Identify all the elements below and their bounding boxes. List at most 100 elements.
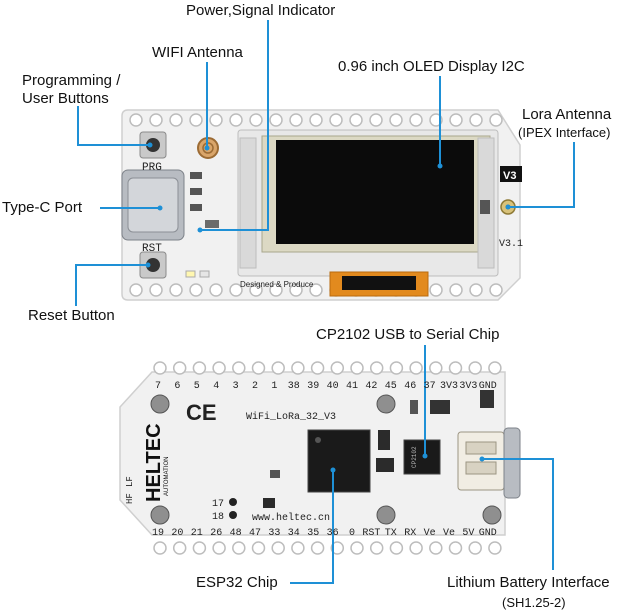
- pin-label: GND: [479, 528, 497, 539]
- pin-label: 5V: [462, 528, 474, 539]
- header-pin: [469, 113, 483, 127]
- silk-board-name: WiFi_LoRa_32_V3: [246, 411, 336, 423]
- header-pin: [209, 113, 223, 127]
- pin-label: 38: [288, 381, 300, 392]
- header-pin: [469, 283, 483, 297]
- label-battery-sub: (SH1.25-2): [502, 595, 566, 610]
- pad-18: [229, 511, 237, 519]
- pin-label: 20: [171, 528, 183, 539]
- pin-label: 47: [249, 528, 261, 539]
- pin-label: 45: [385, 381, 397, 392]
- header-pin: [229, 113, 243, 127]
- header-pin: [269, 113, 283, 127]
- silk-ce: CE: [186, 400, 217, 425]
- pad-17: [229, 498, 237, 506]
- header-pin: [389, 541, 404, 555]
- header-pin: [369, 113, 383, 127]
- header-pin: [169, 283, 183, 297]
- leader-reset: [75, 264, 148, 306]
- label-battery: Lithium Battery Interface: [447, 574, 610, 591]
- label-power-signal: Power,Signal Indicator: [186, 2, 336, 19]
- silk-pin18: 18: [212, 512, 224, 523]
- label-lora-sub: (IPEX Interface): [518, 125, 611, 140]
- led-indicator: [185, 270, 196, 278]
- header-pin: [448, 361, 463, 375]
- header-pin: [350, 361, 364, 375]
- pin-label: 46: [404, 381, 416, 392]
- mount-hole: [376, 505, 396, 525]
- rst-button: [146, 258, 160, 272]
- leader-esp32: [290, 470, 334, 584]
- header-pin: [429, 361, 443, 375]
- header-pin: [209, 283, 223, 297]
- silk-v3: V3: [503, 170, 516, 182]
- header-pin: [330, 541, 345, 555]
- header-pin: [448, 541, 463, 555]
- header-pin: [449, 283, 463, 297]
- pin-label: 41: [346, 381, 358, 392]
- mount-hole: [376, 394, 396, 414]
- header-pin: [310, 541, 325, 555]
- header-pin: [189, 113, 203, 127]
- bottom-board: [119, 361, 521, 555]
- header-pin: [488, 361, 502, 375]
- oled-screen: [276, 140, 474, 244]
- silk-website: www.heltec.cn: [252, 512, 330, 524]
- header-pin: [291, 361, 305, 375]
- leader-power-signal: [200, 20, 269, 231]
- leader-lora: [508, 142, 575, 208]
- pin-label: 21: [191, 528, 203, 539]
- silk-brand-sub: AUTOMATION: [164, 457, 170, 496]
- usb-c-port-bottom: [503, 427, 521, 499]
- silk-hf: HF: [125, 493, 135, 504]
- header-pin: [153, 361, 167, 375]
- header-pin: [291, 541, 305, 555]
- header-pin: [369, 541, 384, 555]
- header-pin: [409, 113, 423, 127]
- pin-label: RX: [404, 528, 416, 539]
- header-pin: [172, 361, 187, 375]
- header-pin: [271, 361, 285, 375]
- pin-label: Ve: [443, 528, 455, 539]
- header-pin: [309, 283, 323, 297]
- header-pin: [192, 541, 207, 555]
- silk-rst: RST: [142, 243, 162, 255]
- header-pin: [172, 541, 187, 555]
- header-pin: [129, 113, 143, 127]
- v3-badge: [500, 166, 522, 182]
- header-pin: [232, 541, 246, 555]
- header-pin: [409, 541, 423, 555]
- pin-label: 0: [349, 528, 355, 539]
- header-pin: [251, 541, 266, 555]
- header-pin: [229, 283, 243, 297]
- silk-v31: V3.1: [499, 239, 523, 250]
- header-pin: [329, 113, 343, 127]
- silk-prg: PRG: [142, 162, 162, 174]
- header-pin: [330, 361, 345, 375]
- bottom-board-header-top: [153, 361, 502, 375]
- header-pin: [429, 283, 443, 297]
- mount-hole: [150, 505, 170, 525]
- pin-label: 48: [230, 528, 242, 539]
- label-programming-1: Programming /: [22, 72, 121, 89]
- label-programming-2: User Buttons: [22, 90, 109, 107]
- top-board-header-top: [129, 113, 503, 127]
- pin-label: GND: [479, 381, 497, 392]
- prg-button: [146, 138, 160, 152]
- pin-label: 7: [155, 381, 161, 392]
- pin-label: 37: [424, 381, 436, 392]
- pin-label: RST: [362, 528, 380, 539]
- pin-label: Ve: [424, 528, 436, 539]
- header-pin: [153, 541, 167, 555]
- pin-label: 36: [327, 528, 339, 539]
- header-pin: [449, 113, 463, 127]
- label-esp32: ESP32 Chip: [196, 574, 278, 591]
- silk-designed: Designed & Produce: [240, 280, 314, 289]
- pin-label: 19: [152, 528, 164, 539]
- bottom-board-header-bottom: [153, 541, 502, 555]
- pin-label: 3V3: [459, 381, 477, 392]
- leader-programming: [77, 106, 150, 146]
